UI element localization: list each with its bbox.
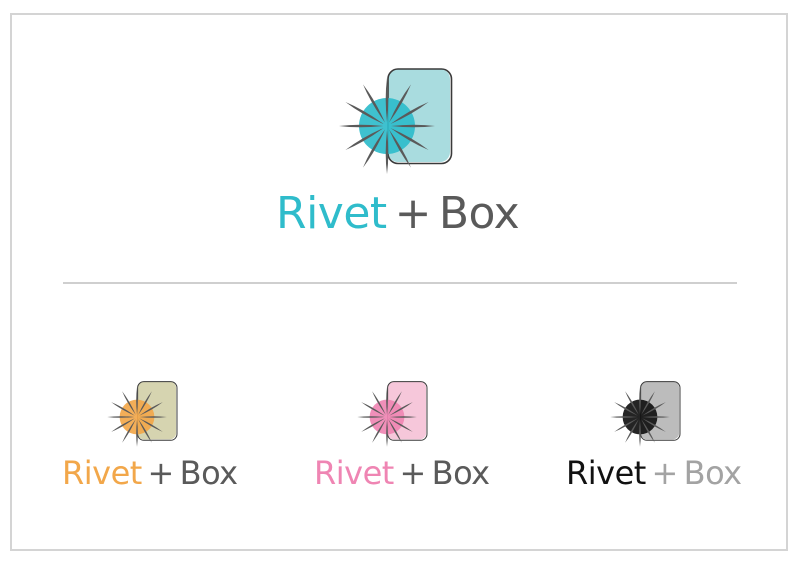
wordmark-box: Box [431, 454, 490, 492]
main-wordmark: Rivet+Box [276, 188, 520, 240]
rivet-box-icon [339, 68, 453, 174]
wordmark-rivet: Rivet [314, 454, 394, 492]
wordmark-plus: + [399, 454, 427, 492]
wordmark-box: Box [683, 454, 742, 492]
section-divider [63, 282, 737, 284]
variant-wordmark: Rivet+Box [314, 453, 490, 493]
variant-wordmark: Rivet+Box [566, 453, 742, 493]
wordmark-rivet: Rivet [62, 454, 142, 492]
page-frame [10, 13, 788, 551]
main-logo: Rivet+Box [0, 0, 800, 260]
variant-wordmark: Rivet+Box [62, 453, 238, 493]
wordmark-plus: + [147, 454, 175, 492]
wordmark-box: Box [438, 188, 520, 239]
wordmark-box: Box [179, 454, 238, 492]
wordmark-rivet: Rivet [566, 454, 646, 492]
wordmark-plus: + [394, 188, 432, 239]
wordmark-rivet: Rivet [276, 188, 387, 239]
wordmark-plus: + [651, 454, 679, 492]
